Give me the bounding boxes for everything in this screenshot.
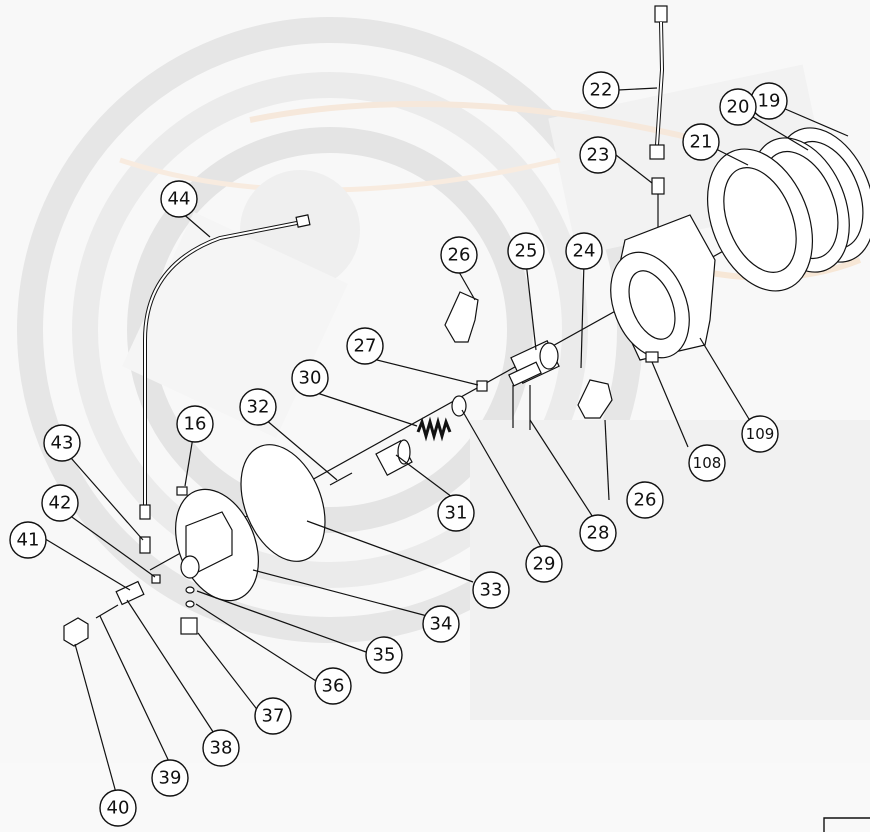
callout-label: 21 [690, 132, 713, 153]
callout-label: 29 [533, 554, 556, 575]
bracket-26-upper [444, 291, 479, 343]
callout-label: 40 [107, 798, 130, 819]
callout-label: 42 [49, 493, 72, 514]
callout-33 [472, 571, 510, 609]
callout-26a [440, 236, 478, 274]
callout-27 [346, 327, 384, 365]
cap-40 [63, 617, 89, 647]
callout-21 [682, 123, 720, 161]
callout-40 [99, 789, 137, 827]
callout-label: 43 [51, 433, 74, 454]
callout-label: 39 [159, 768, 182, 789]
callout-36 [314, 667, 352, 705]
callout-31 [437, 494, 475, 532]
callout-22 [582, 71, 620, 109]
callout-label: 35 [373, 645, 396, 666]
callout-41 [9, 521, 47, 559]
callout-29 [525, 545, 563, 583]
callout-35 [365, 636, 403, 674]
callout-label: 28 [587, 523, 610, 544]
callout-label: 23 [587, 145, 610, 166]
callout-label: 27 [354, 336, 377, 357]
body-25 [508, 340, 560, 387]
callout-23 [579, 136, 617, 174]
bracket-26-lower [577, 379, 613, 419]
callout-30 [291, 359, 329, 397]
callout-label: 30 [299, 368, 322, 389]
callout-labels: 16 19 20 21 22 23 24 25 26 26 27 28 29 3… [17, 80, 781, 819]
callout-balloons [9, 71, 788, 827]
callout-label: 26 [634, 490, 657, 511]
callout-42 [41, 484, 79, 522]
diaphragm-33 [240, 444, 326, 562]
callout-label: 16 [184, 414, 207, 435]
callout-39 [151, 759, 189, 797]
callout-108 [688, 444, 726, 482]
callout-20 [719, 88, 757, 126]
callout-label: 108 [693, 454, 722, 472]
callout-label: 44 [168, 189, 191, 210]
callout-label: 24 [573, 241, 596, 262]
callout-24 [565, 232, 603, 270]
callout-34 [422, 605, 460, 643]
housing-109 [610, 214, 716, 361]
callout-label: 25 [515, 241, 538, 262]
callout-label: 34 [430, 614, 453, 635]
callout-109 [741, 415, 779, 453]
gasket-21 [706, 148, 814, 292]
callout-label: 19 [758, 91, 781, 112]
callout-label: 37 [262, 706, 285, 727]
title-block-corner [823, 817, 870, 832]
callout-label: 31 [445, 503, 468, 524]
callout-25 [507, 232, 545, 270]
callout-label: 41 [17, 530, 40, 551]
callout-44 [160, 180, 198, 218]
callout-label: 22 [590, 80, 613, 101]
callout-38 [202, 729, 240, 767]
callout-label: 109 [746, 425, 775, 443]
callout-32 [239, 388, 277, 426]
callout-43 [43, 424, 81, 462]
callout-label: 32 [247, 397, 270, 418]
callout-label: 33 [480, 580, 503, 601]
callout-label: 26 [448, 245, 471, 266]
callout-label: 36 [322, 676, 345, 697]
callout-16 [176, 405, 214, 443]
cylinder-31 [375, 439, 413, 476]
spring-30 [416, 416, 452, 442]
callout-28 [579, 514, 617, 552]
callout-label: 38 [210, 738, 233, 759]
callout-26b [626, 481, 664, 519]
callout-label: 20 [727, 97, 750, 118]
callout-37 [254, 697, 292, 735]
cover-34 [175, 488, 259, 602]
